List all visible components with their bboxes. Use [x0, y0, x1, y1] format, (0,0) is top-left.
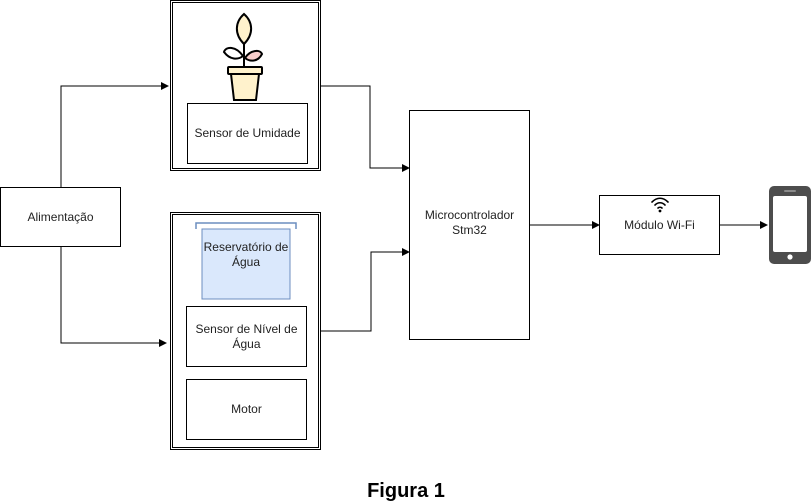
motor-label: Motor — [231, 402, 262, 416]
arrow-power-to-humidity — [60, 82, 169, 187]
plant-pot-icon — [222, 12, 264, 101]
power-block: Alimentação — [0, 187, 121, 247]
humidity-sensor-label: Sensor de Umidade — [194, 126, 301, 140]
wifi-module-block: Módulo Wi-Fi — [599, 195, 720, 255]
power-label: Alimentação — [27, 209, 94, 224]
reservoir-icon — [195, 222, 297, 300]
figure-caption: Figura 1 — [367, 480, 445, 502]
humidity-sensor-block: Sensor de Umidade — [187, 103, 308, 164]
reservoir-label: Reservatório de Água — [203, 240, 289, 269]
wifi-module-label: Módulo Wi-Fi — [624, 217, 695, 232]
water-level-sensor-block: Sensor de Nível de Água — [186, 306, 307, 367]
water-level-sensor-label: Sensor de Nível de Água — [195, 321, 298, 351]
smartphone-icon — [769, 186, 811, 264]
arrow-humidity-to-mcu — [320, 85, 410, 172]
motor-block: Motor — [186, 379, 307, 440]
reservoir-label-wrap: Reservatório de Água — [201, 240, 291, 270]
microcontroller-block: Microcontrolador Stm32 — [409, 110, 530, 340]
arrow-power-to-level — [60, 247, 167, 347]
wifi-icon — [651, 197, 669, 213]
microcontroller-label: Microcontrolador Stm32 — [424, 208, 515, 237]
arrow-level-to-mcu — [320, 248, 410, 332]
